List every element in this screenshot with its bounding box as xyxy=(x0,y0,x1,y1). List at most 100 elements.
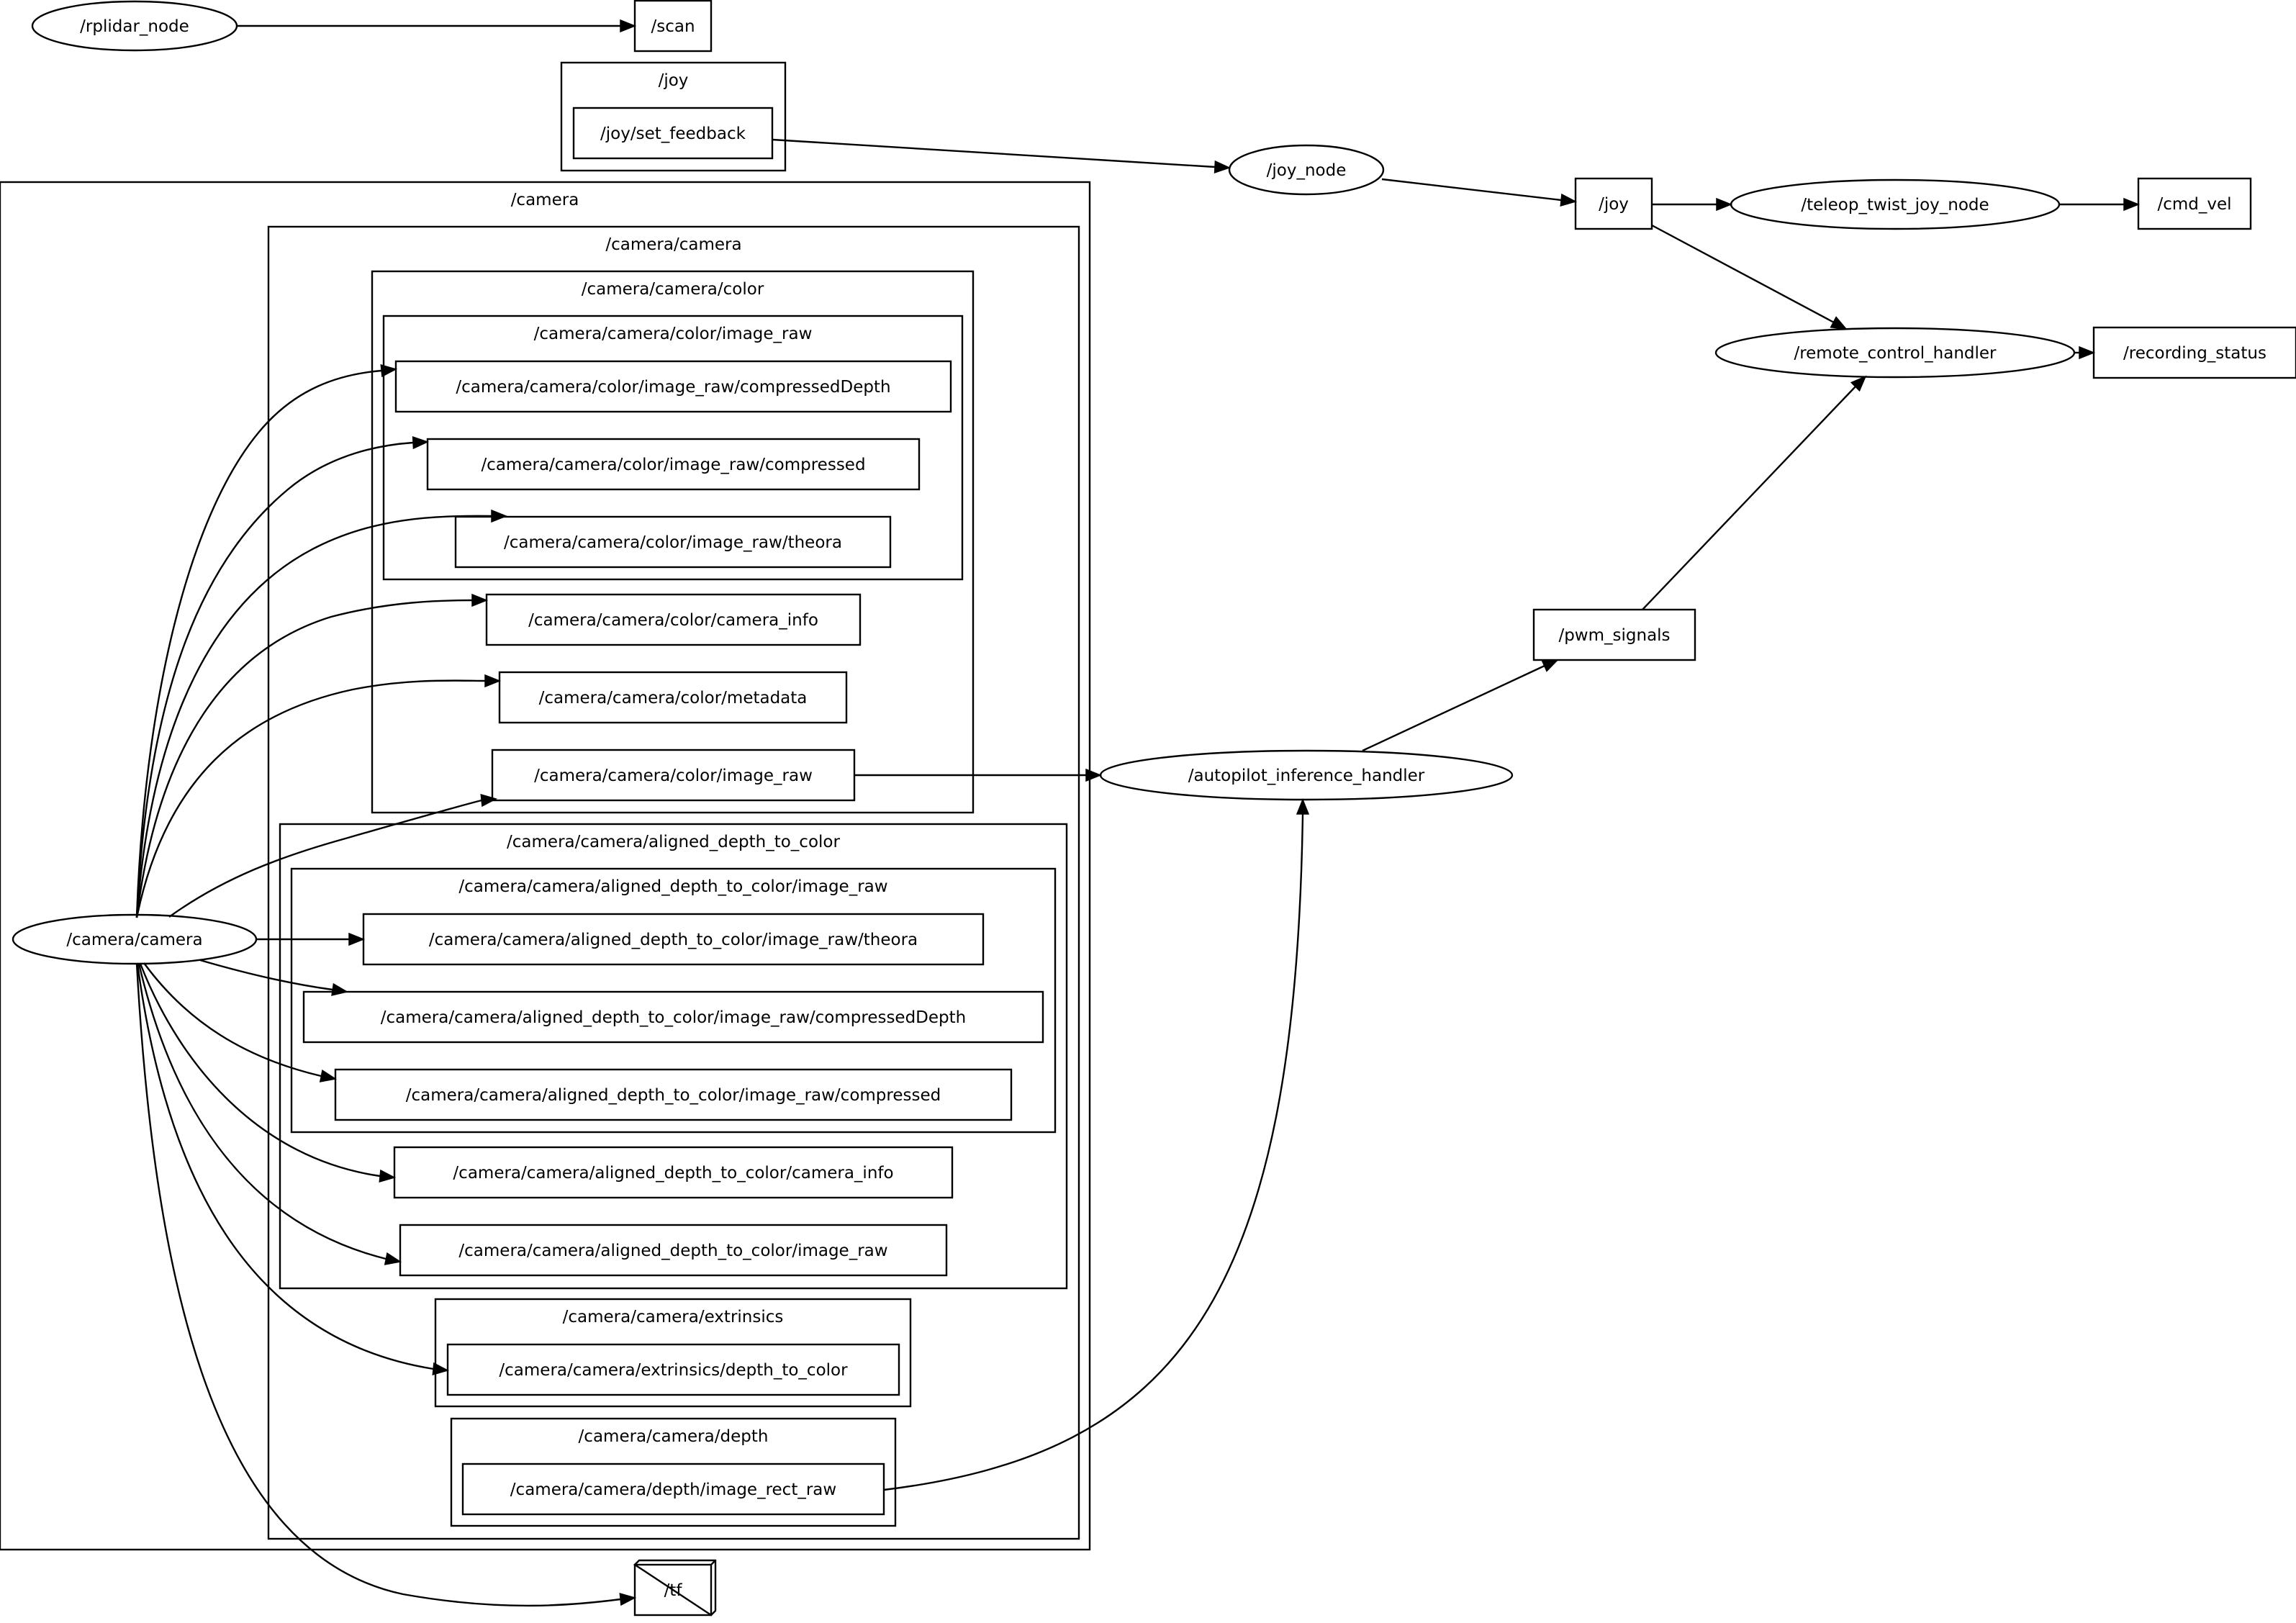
cluster-border xyxy=(279,823,1068,1290)
topic-box xyxy=(491,749,856,802)
topic-box xyxy=(633,1563,713,1617)
node-label: /camera/camera/color/image_raw/compresse… xyxy=(481,456,865,474)
node-label: /joy xyxy=(1599,195,1629,214)
topic-box xyxy=(446,1343,900,1396)
topic-box xyxy=(302,990,1044,1044)
topic-n-rec[interactable]: /recording_status xyxy=(2092,326,2296,379)
node-label: /camera/camera/aligned_depth_to_color/im… xyxy=(458,1242,887,1260)
topic-n-joy-fb[interactable]: /joy/set_feedback xyxy=(572,107,774,160)
edge-line xyxy=(136,963,434,1370)
topic-t-c-info[interactable]: /camera/camera/color/camera_info xyxy=(485,593,862,646)
topic-t-a-raw[interactable]: /camera/camera/aligned_depth_to_color/im… xyxy=(399,1224,948,1277)
edge-n-camcam-to-t-c-raw xyxy=(168,794,498,918)
edge-arrowhead xyxy=(319,1069,337,1082)
edge-arrowhead xyxy=(331,982,348,996)
edge-n-camcam-to-t-a-cd xyxy=(199,959,348,996)
cluster-border xyxy=(450,1417,897,1527)
cluster-border xyxy=(434,1298,912,1408)
edge-n-camcam-to-t-a-comp xyxy=(143,962,337,1082)
cluster-border xyxy=(267,225,1080,1540)
edge-line xyxy=(168,799,482,918)
edge-arrowhead xyxy=(384,1252,402,1265)
node-label: /camera/camera/color/metadata xyxy=(539,689,808,707)
node-label: /recording_status xyxy=(2123,344,2266,363)
edge-line xyxy=(1381,178,1562,202)
node-label: /camera/camera/extrinsics/depth_to_color xyxy=(499,1361,848,1380)
topic-t-ext[interactable]: /camera/camera/extrinsics/depth_to_color xyxy=(446,1343,900,1396)
node-n-rplidar[interactable]: /rplidar_node xyxy=(31,0,238,52)
topic-box xyxy=(2092,326,2296,379)
node-label: /camera/camera/aligned_depth_to_color/im… xyxy=(429,931,918,949)
edge-line xyxy=(135,369,382,918)
cluster-c-color-raw: /camera/camera/color/image_raw xyxy=(382,315,964,581)
cluster-border xyxy=(371,270,975,814)
topic-t-depth[interactable]: /camera/camera/depth/image_rect_raw xyxy=(461,1462,885,1516)
node-label: /joy_node xyxy=(1267,161,1347,180)
edge-n-teleop-to-n-cmd-vel xyxy=(2059,197,2141,212)
topic-box xyxy=(394,360,952,413)
edge-n-camcam-to-t-a-raw xyxy=(137,963,402,1265)
cluster-c-color: /camera/camera/color xyxy=(371,270,975,814)
node-n-autopilot[interactable]: /autopilot_inference_handler xyxy=(1099,749,1514,801)
edge-line xyxy=(135,441,414,918)
edge-n-remote-to-n-rec xyxy=(2074,345,2096,360)
topic-t-c-cd[interactable]: /camera/camera/color/image_raw/compresse… xyxy=(394,360,952,413)
node-n-teleop[interactable]: /teleop_twist_joy_node xyxy=(1730,178,2061,230)
topic-n-tf[interactable]: /tf xyxy=(633,1559,717,1617)
topic-n-cmd-vel[interactable]: /cmd_vel xyxy=(2137,177,2252,230)
edge-arrowhead xyxy=(471,593,489,607)
node-n-joy-node[interactable]: /joy_node xyxy=(1228,144,1385,196)
topic-n-scan[interactable]: /scan xyxy=(633,0,713,53)
edge-n-camcam-to-n-tf xyxy=(135,963,637,1607)
edge-arrowhead xyxy=(348,932,366,946)
edge-line xyxy=(883,813,1304,1491)
node-label: /camera/camera/aligned_depth_to_color/ca… xyxy=(453,1164,893,1183)
edge-line xyxy=(135,963,621,1607)
edge-arrowhead xyxy=(1716,197,1733,212)
topic-n-joy[interactable]: /joy xyxy=(1574,177,1653,230)
edge-arrowhead xyxy=(1296,797,1310,815)
topic-t-a-cd[interactable]: /camera/camera/aligned_depth_to_color/im… xyxy=(302,990,1044,1044)
clusters-layer: /joy/camera/camera/camera/camera/camera/… xyxy=(0,61,1091,1551)
edge-line xyxy=(137,963,387,1260)
edge-n-rplidar-to-n-scan xyxy=(237,19,637,33)
node-n-camcam[interactable]: /camera/camera xyxy=(12,913,258,965)
topic-n-pwm[interactable]: /pwm_signals xyxy=(1532,608,1696,661)
topic-t-c-raw[interactable]: /camera/camera/color/image_raw xyxy=(491,749,856,802)
edge-line xyxy=(143,962,322,1077)
node-n-remote[interactable]: /remote_control_handler xyxy=(1714,327,2076,379)
edge-arrowhead xyxy=(1560,193,1578,207)
edge-line xyxy=(1642,386,1856,610)
edge-line xyxy=(1651,224,1835,324)
topic-t-c-meta[interactable]: /camera/camera/color/metadata xyxy=(498,671,848,724)
cluster-label: /camera/camera/depth xyxy=(579,1427,769,1446)
edge-n-joy-fb-to-n-joy-node xyxy=(772,138,1231,174)
edge-arrowhead xyxy=(1850,375,1867,392)
topic-t-a-theora[interactable]: /camera/camera/aligned_depth_to_color/im… xyxy=(362,913,985,966)
edge-line xyxy=(135,679,486,918)
edge-arrowhead xyxy=(1541,659,1559,672)
box3d-depth xyxy=(633,1559,717,1617)
topic-box xyxy=(485,593,862,646)
topic-t-a-comp[interactable]: /camera/camera/aligned_depth_to_color/im… xyxy=(334,1068,1013,1121)
topic-t-a-info[interactable]: /camera/camera/aligned_depth_to_color/ca… xyxy=(393,1146,954,1199)
edge-arrowhead xyxy=(2079,345,2096,360)
edge-n-autopilot-to-n-pwm xyxy=(1362,659,1559,752)
cluster-c-depth: /camera/camera/depth xyxy=(450,1417,897,1527)
topic-box xyxy=(393,1146,954,1199)
cluster-label: /camera/camera/aligned_depth_to_color xyxy=(507,833,840,851)
cluster-border xyxy=(560,61,787,172)
cluster-c-camera: /camera xyxy=(0,181,1091,1551)
edge-n-camcam-to-t-a-theora xyxy=(256,932,366,946)
cluster-label: /camera/camera/color/image_raw xyxy=(534,325,813,343)
node-label: /autopilot_inference_handler xyxy=(1188,767,1425,785)
cluster-c-joy: /joy xyxy=(560,61,787,172)
topic-t-c-comp[interactable]: /camera/camera/color/image_raw/compresse… xyxy=(426,438,921,491)
edge-line xyxy=(139,963,381,1177)
edge-arrowhead xyxy=(412,435,430,450)
edge-line xyxy=(135,599,473,918)
topic-t-c-theora[interactable]: /camera/camera/color/image_raw/theora xyxy=(454,515,892,569)
nodes-layer: /rplidar_node/scan/joy/set_feedback/joy_… xyxy=(12,0,2296,1617)
topic-box xyxy=(362,913,985,966)
